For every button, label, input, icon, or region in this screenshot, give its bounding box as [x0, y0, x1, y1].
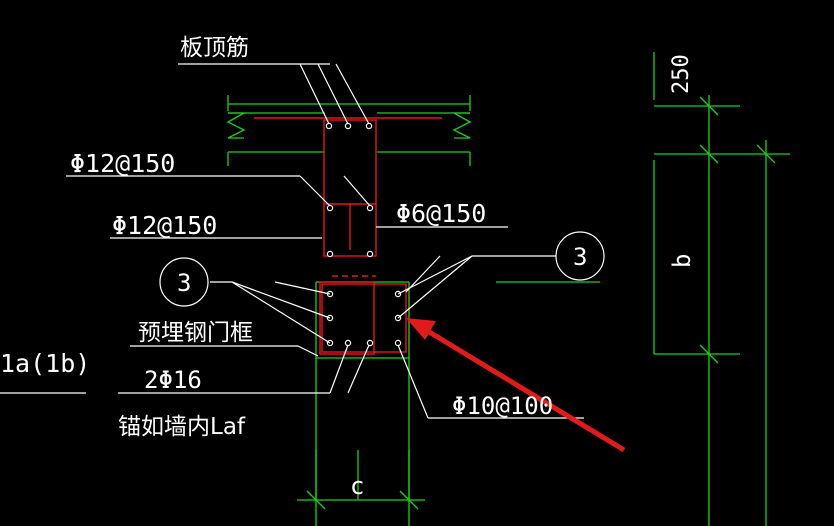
rebar-dot — [394, 339, 402, 347]
dimension-lines — [306, 52, 790, 526]
label-slab-top-bar: 板顶筋 — [180, 35, 249, 61]
label-dim-250: 250 — [669, 54, 694, 94]
rebar-dot — [365, 122, 373, 130]
label-callout-left: 3 — [177, 269, 191, 297]
label-callout-right: 3 — [573, 243, 587, 271]
leader-lines — [0, 63, 584, 419]
slab-outline — [226, 95, 472, 166]
rebar-dot — [326, 250, 334, 258]
rebar-dot — [366, 250, 374, 258]
label-stirrup-bottom: Φ10@100 — [452, 392, 553, 420]
label-anchor-note: 锚如墙内Laf — [118, 414, 246, 440]
rebar-dot — [325, 122, 333, 130]
label-dim-c: c — [350, 472, 364, 500]
rebar-dot — [344, 339, 352, 347]
rebar-dot — [366, 204, 374, 212]
label-stirrup-top: Φ6@150 — [396, 199, 486, 228]
rebar-dot — [366, 339, 374, 347]
label-rebar-b: Φ12@150 — [112, 211, 217, 240]
label-rebar-a: Φ12@150 — [70, 149, 175, 178]
red-arrow — [406, 318, 626, 453]
label-wall-ref: 1a(1b) — [0, 349, 90, 378]
rebar-dot — [326, 204, 334, 212]
label-bottom-bars: 2Φ16 — [144, 366, 202, 394]
label-embedded-frame: 预埋钢门框 — [138, 320, 253, 346]
callout-circle-left — [159, 257, 209, 307]
label-dim-b: b — [668, 254, 696, 268]
rebar-dot — [344, 122, 352, 130]
callout-circle-right — [555, 231, 605, 281]
